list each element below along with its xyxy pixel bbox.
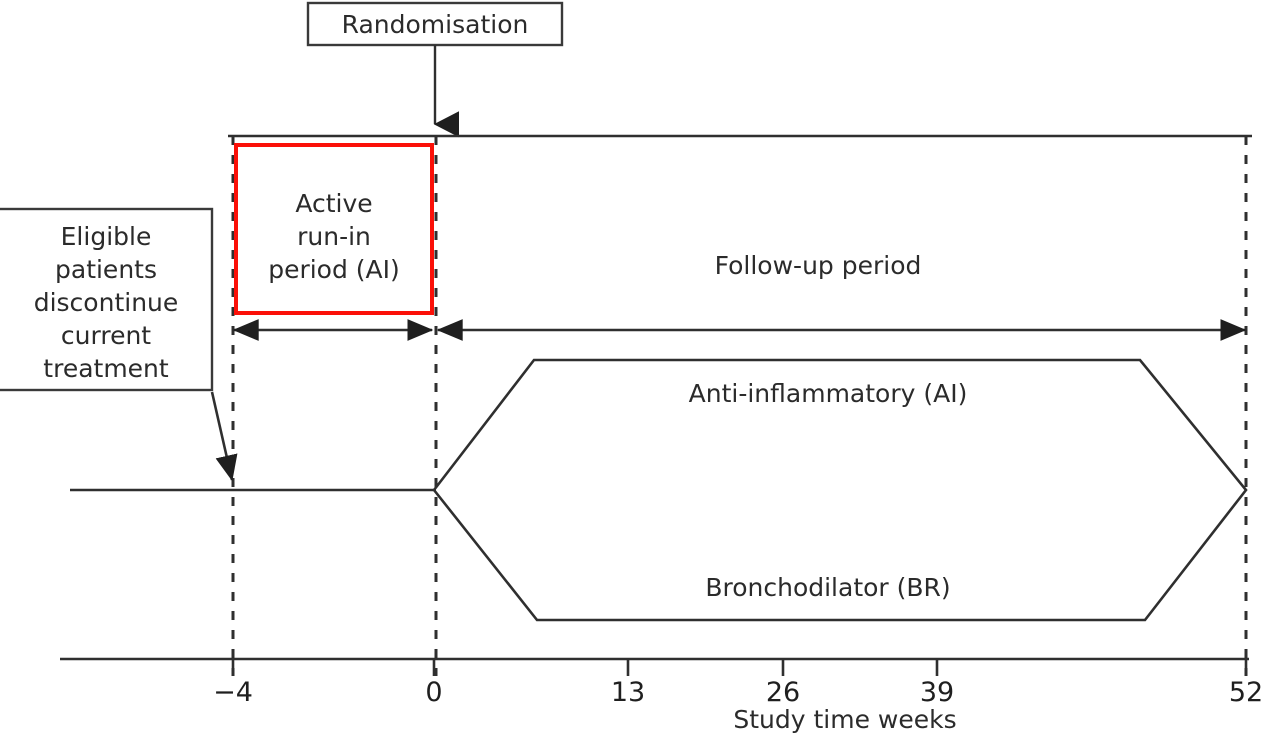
run-in-label-line-2: run-in — [297, 222, 371, 251]
eligible-to-baseline-arrow — [210, 391, 238, 482]
axis-tick-label-13: 13 — [611, 677, 645, 708]
eligible-patients-box: Eligible patients discontinue current tr… — [0, 207, 214, 392]
eligible-label-line-1: Eligible — [61, 222, 152, 251]
axis-tick-label-26: 26 — [766, 677, 800, 708]
treatment-arms-hexagon — [432, 358, 1248, 622]
arm-label-bronchodilator: Bronchodilator (BR) — [705, 573, 950, 602]
randomisation-label: Randomisation — [342, 10, 529, 39]
randomisation-box: Randomisation — [306, 1, 564, 47]
eligible-label-line-2: patients — [55, 255, 157, 284]
eligible-label-line-4: current — [61, 321, 151, 350]
follow-up-period-label: Follow-up period — [715, 251, 922, 280]
axis-tick-label-minus4: −4 — [213, 677, 253, 708]
axis-tick-labels: −4 0 13 26 39 52 — [213, 677, 1263, 708]
run-in-label-line-1: Active — [295, 189, 372, 218]
active-run-in-box: Active run-in period (AI) — [234, 143, 434, 315]
axis-tick-label-39: 39 — [920, 677, 954, 708]
arm-label-anti-inflammatory: Anti-inflammatory (AI) — [689, 379, 968, 408]
run-in-label-line-3: period (AI) — [268, 255, 400, 284]
axis-title: Study time weeks — [733, 705, 956, 734]
eligible-label-line-5: treatment — [43, 354, 169, 383]
axis-tick-label-52: 52 — [1229, 677, 1263, 708]
eligible-label-line-3: discontinue — [34, 288, 179, 317]
axis-ticks — [231, 659, 1248, 676]
axis-tick-label-0: 0 — [425, 677, 442, 708]
